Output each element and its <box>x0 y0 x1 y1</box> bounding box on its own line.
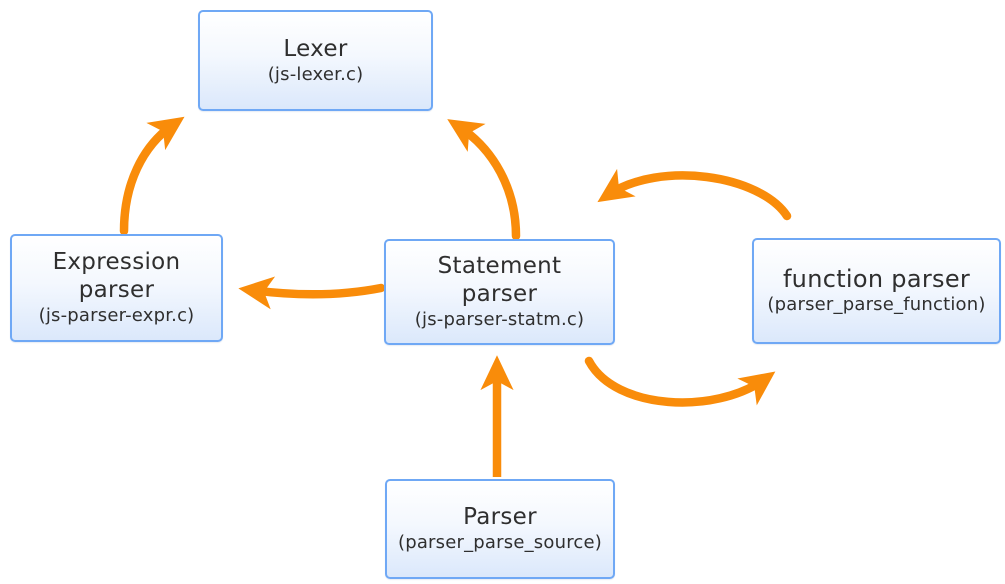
node-expression-parser-title-line2: parser <box>78 277 155 303</box>
node-parser-title: Parser <box>463 504 537 530</box>
node-lexer-subtitle: (js-lexer.c) <box>267 63 364 85</box>
node-expression-parser-subtitle: (js-parser-expr.c) <box>38 305 195 326</box>
edge-statement-to-expression <box>238 276 386 310</box>
node-statement-parser[interactable]: Statement parser (js-parser-statm.c) <box>384 239 615 345</box>
node-lexer-title: Lexer <box>283 35 348 62</box>
node-parser-subtitle: (parser_parse_source) <box>397 532 603 553</box>
node-lexer[interactable]: Lexer (js-lexer.c) <box>198 10 433 111</box>
node-function-parser-subtitle: (parser_parse_function) <box>767 294 986 315</box>
node-parser[interactable]: Parser (parser_parse_source) <box>385 479 615 579</box>
node-function-parser-title: function parser <box>782 265 971 293</box>
edge-statement-to-lexer <box>447 119 521 241</box>
edge-function-to-statement <box>597 168 792 221</box>
edge-expression-to-lexer <box>119 116 185 236</box>
node-statement-parser-title-line1: Statement <box>437 253 562 279</box>
node-statement-parser-subtitle: (js-parser-statm.c) <box>414 309 585 330</box>
node-expression-parser[interactable]: Expression parser (js-parser-expr.c) <box>10 234 223 342</box>
node-expression-parser-title-line1: Expression <box>52 249 181 275</box>
node-function-parser[interactable]: function parser (parser_parse_function) <box>752 238 1001 344</box>
node-statement-parser-title-line2: parser <box>461 281 538 307</box>
edge-statement-to-function <box>584 356 776 407</box>
